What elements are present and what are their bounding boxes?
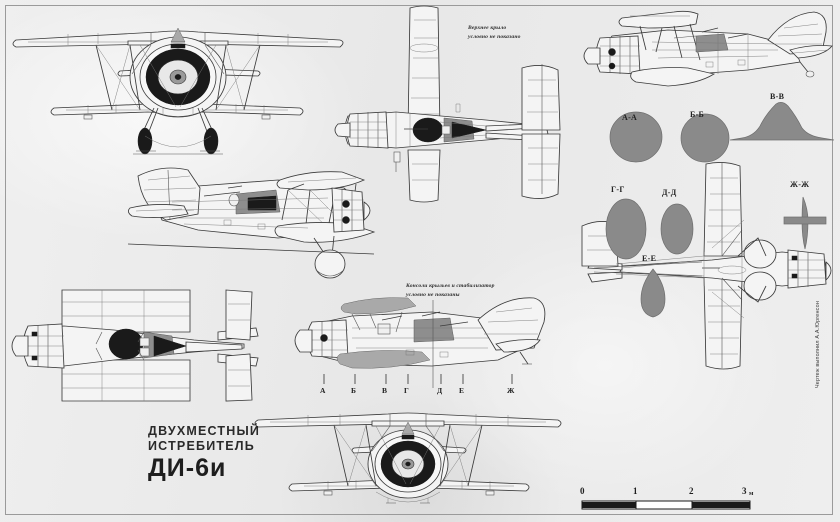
section-tick-g: Г	[404, 386, 409, 395]
side-view-left	[127, 158, 390, 283]
section-tick-marks-2	[460, 374, 516, 388]
cross-section-gg	[605, 198, 647, 260]
section-tick-e: Е	[459, 386, 465, 395]
title-line-2: ИСТРЕБИТЕЛЬ	[148, 438, 255, 453]
sheet-border-frame	[5, 5, 833, 515]
cross-section-vv-label: В-В	[770, 92, 785, 101]
section-leader-line	[430, 300, 436, 390]
rear-view	[248, 404, 568, 516]
cross-section-aa-label: А-А	[622, 113, 638, 122]
aircraft-designation: ДИ-6и	[148, 453, 227, 482]
cross-section-aa	[608, 110, 664, 164]
top-plan-view	[334, 4, 576, 204]
plan-view-right	[581, 160, 836, 375]
front-view	[8, 8, 348, 163]
cross-section-bb	[679, 113, 731, 163]
author-credit: Чертеж выполнил А.А.Юргенсон	[815, 300, 821, 388]
upper-wing-note-line1: Верхнее крыло	[468, 25, 507, 31]
section-tick-b: Б	[351, 386, 356, 395]
cross-section-dd-label: Д-Д	[662, 188, 677, 197]
scale-bar: 0 1 2 3 м	[580, 486, 760, 517]
wing-console-note-line2: условно не показаны	[406, 291, 460, 298]
section-tick-v: В	[382, 386, 388, 395]
upper-wing-note-line2: условно не показано	[468, 33, 521, 40]
cross-section-ee-label: Е-Е	[642, 254, 657, 263]
section-tick-d: Д	[437, 386, 443, 395]
scale-tick-3: 3	[742, 486, 747, 496]
cross-section-dd	[660, 203, 694, 255]
section-tick-a: А	[320, 386, 326, 395]
cross-section-bb-label: Б-Б	[690, 110, 705, 119]
section-tick-marks	[320, 374, 445, 388]
cross-section-zhzh-label: Ж-Ж	[790, 180, 810, 189]
scale-tick-0: 0	[580, 486, 585, 496]
cross-section-vv	[728, 102, 836, 142]
bottom-plan-view	[4, 288, 260, 403]
wing-console-note: Консоли крыльев и стабилизатор условно н…	[406, 282, 495, 299]
side-view-right	[578, 4, 836, 104]
section-tick-zh: Ж	[507, 386, 515, 395]
title-line-1: ДВУХМЕСТНЫЙ	[148, 424, 261, 438]
cross-section-ee	[638, 268, 668, 318]
side-view-lower	[282, 294, 568, 390]
scale-tick-1: 1	[633, 486, 638, 496]
upper-wing-note: Верхнее крыло условно не показано	[468, 24, 521, 41]
wing-console-note-line1: Консоли крыльев и стабилизатор	[406, 283, 495, 289]
cross-section-gg-label: Г-Г	[611, 185, 625, 194]
scale-unit: м	[749, 490, 754, 497]
scale-tick-2: 2	[689, 486, 694, 496]
cross-section-zhzh	[782, 195, 828, 251]
title-block: ДВУХМЕСТНЫЙ ИСТРЕБИТЕЛЬ ДИ-6и	[148, 424, 260, 481]
